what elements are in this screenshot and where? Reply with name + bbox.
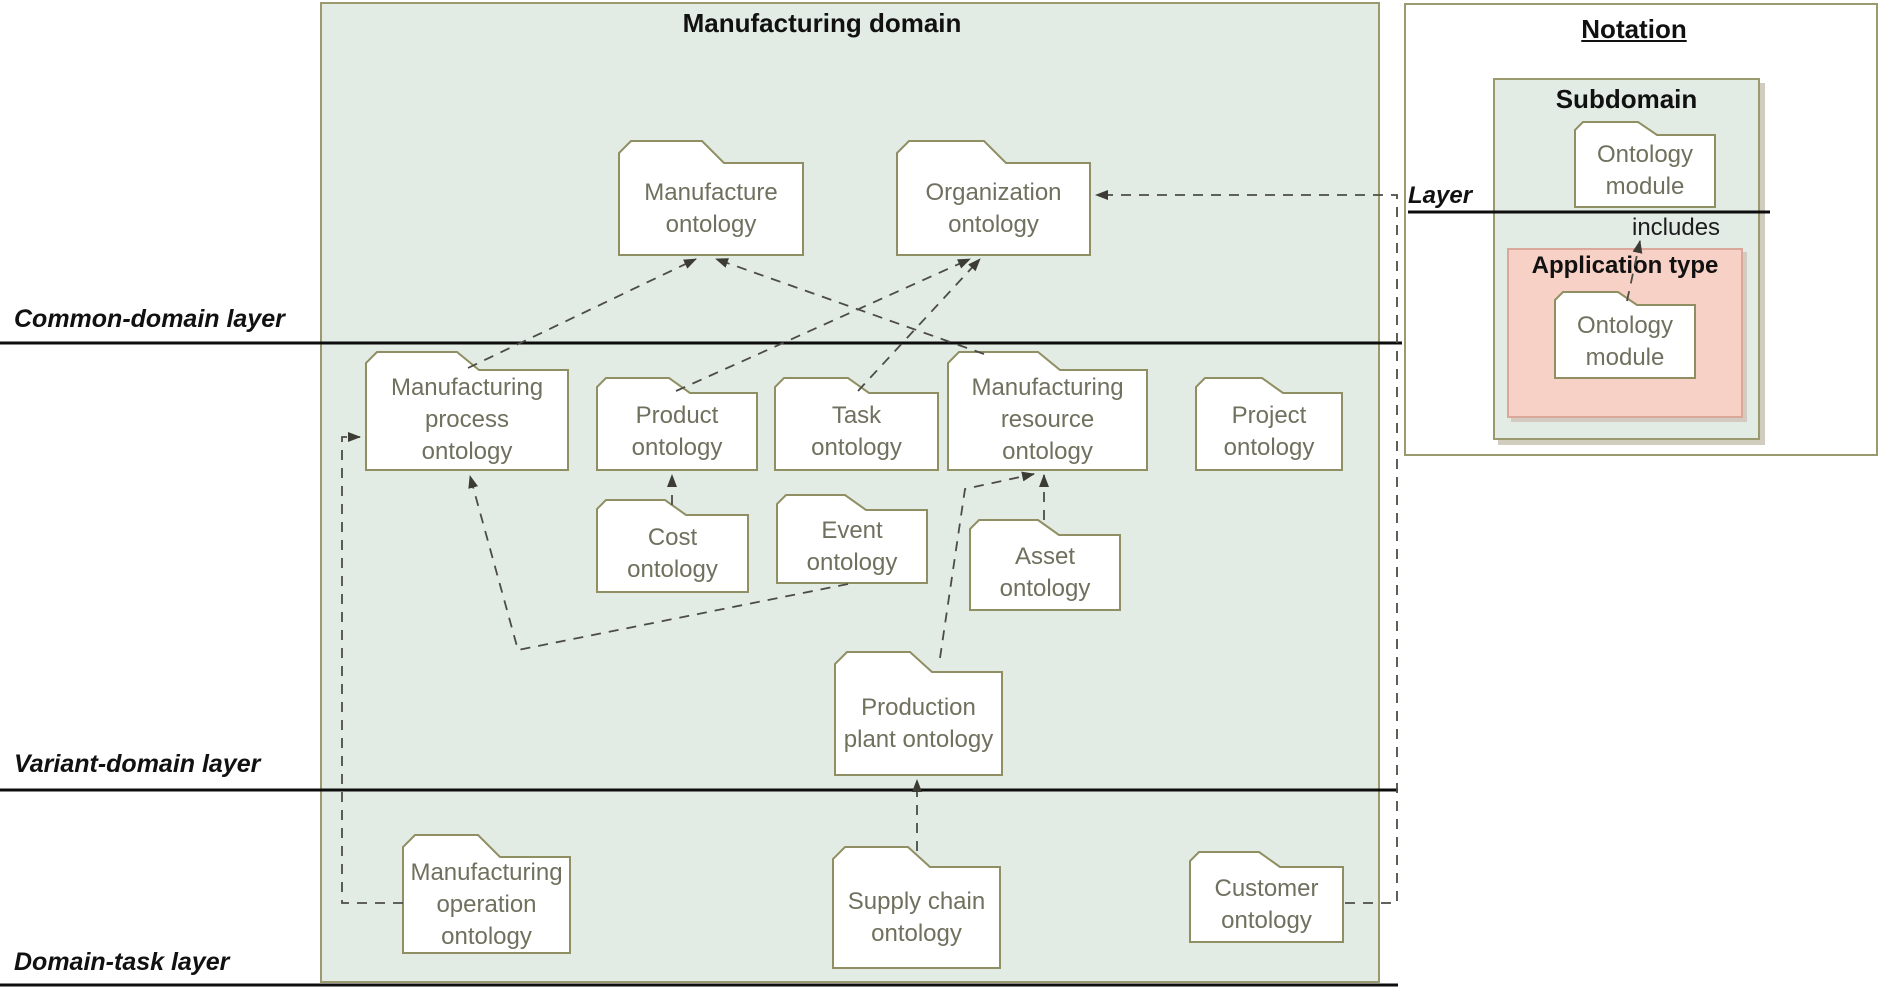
cost-ontology: Cost ontology: [595, 498, 750, 594]
manufacturing-resource-ontology: Manufacturing resource ontology: [946, 350, 1149, 472]
event-ontology-label: Event ontology: [806, 516, 898, 576]
organization-ontology: Organization ontology: [895, 139, 1092, 257]
cost-ontology-label: Cost ontology: [627, 523, 718, 583]
product-ontology-label: Product ontology: [631, 401, 723, 461]
ontology-module-subdomain: Ontology module: [1573, 120, 1717, 209]
manufacturing-process-ontology: Manufacturing process ontology: [364, 350, 570, 472]
ontology-module-application-label: Ontology module: [1576, 311, 1674, 371]
application-type-label: Application type: [1531, 252, 1719, 279]
asset-ontology-label: Asset ontology: [999, 542, 1091, 602]
product-ontology: Product ontology: [595, 376, 759, 472]
project-ontology: Project ontology: [1194, 376, 1344, 472]
manufacture-ontology: Manufacture ontology: [617, 139, 805, 257]
asset-ontology: Asset ontology: [968, 518, 1122, 612]
production-plant-ontology: Production plant ontology: [833, 650, 1004, 777]
supply-chain-ontology: Supply chain ontology: [831, 845, 1002, 970]
manufacturing-operation-ontology-label: Manufacturing operation ontology: [410, 859, 563, 950]
manufacture-ontology-label: Manufacture ontology: [644, 179, 778, 238]
customer-ontology-label: Customer ontology: [1214, 874, 1319, 934]
notation-title: Notation: [1581, 14, 1687, 44]
includes-label: includes: [1632, 214, 1721, 241]
task-ontology-label: Task ontology: [811, 401, 902, 461]
production-plant-ontology-label: Production plant ontology: [843, 693, 994, 753]
manufacturing-operation-ontology: Manufacturing operation ontology: [401, 833, 572, 955]
subdomain-label: Subdomain: [1555, 84, 1698, 114]
domain-task-layer-label: Domain-task layer: [14, 948, 230, 976]
customer-ontology: Customer ontology: [1188, 850, 1345, 944]
diagram-title: Manufacturing domain: [682, 8, 962, 38]
ontology-module-subdomain-label: Ontology module: [1596, 141, 1694, 200]
layer-notation-label: Layer: [1408, 182, 1473, 209]
supply-chain-ontology-label: Supply chain ontology: [847, 887, 986, 947]
event-ontology: Event ontology: [775, 493, 929, 585]
project-ontology-label: Project ontology: [1223, 401, 1315, 461]
manufacturing-resource-ontology-label: Manufacturing resource ontology: [971, 374, 1124, 465]
manufacturing-process-ontology-label: Manufacturing process ontology: [390, 374, 544, 465]
task-ontology: Task ontology: [773, 376, 940, 472]
ontology-module-application: Ontology module: [1553, 290, 1697, 380]
common-domain-layer-label: Common-domain layer: [14, 305, 285, 333]
organization-ontology-label: Organization ontology: [925, 179, 1062, 238]
variant-domain-layer-label: Variant-domain layer: [14, 750, 261, 778]
